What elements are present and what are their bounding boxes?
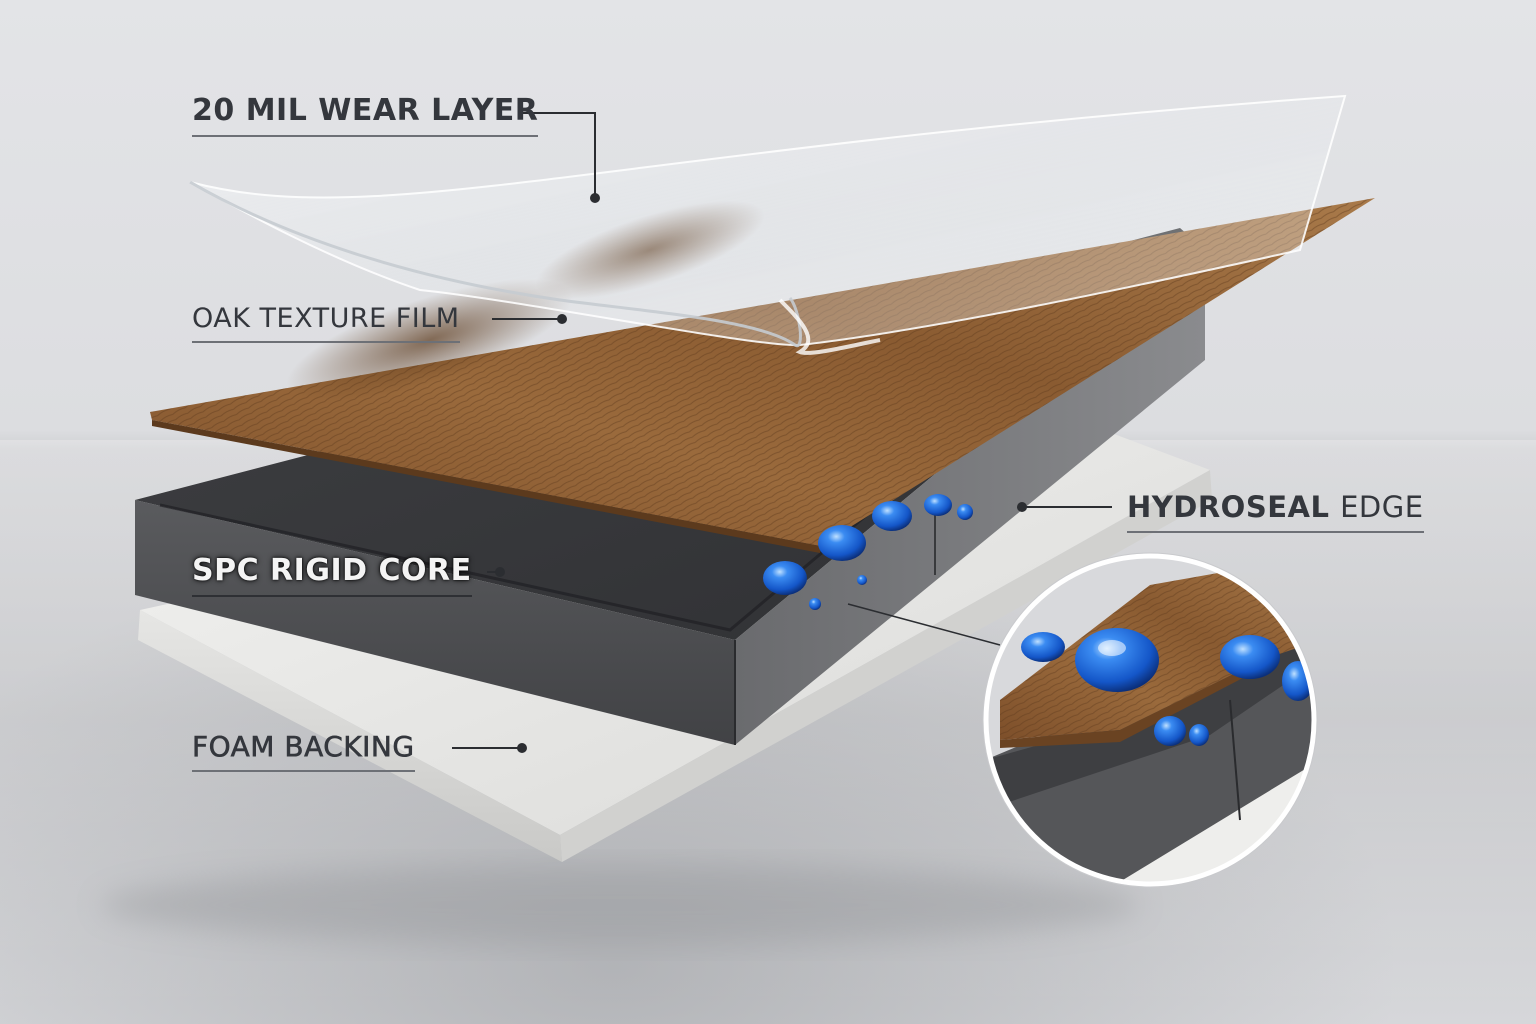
label-foam-backing-text: FOAM BACKING (192, 730, 415, 763)
ground-shadow (100, 865, 1140, 945)
label-underline (1127, 531, 1424, 533)
label-foam-backing: FOAM BACKING (192, 730, 415, 772)
label-spc-rigid-core: SPC RIGID CORE (192, 553, 472, 597)
label-oak-texture-film-text: OAK TEXTURE FILM (192, 303, 460, 334)
leader-dots (495, 193, 1027, 753)
leader-lines (452, 112, 1112, 749)
label-spc-rigid-core-text: SPC RIGID CORE (192, 553, 472, 588)
label-wear-layer-text: 20 MIL WEAR LAYER (192, 93, 539, 128)
label-oak-texture-film: OAK TEXTURE FILM (192, 303, 460, 343)
wear-layer (189, 94, 1347, 355)
label-underline (192, 135, 539, 137)
label-hydroseal-regular-text: EDGE (1340, 490, 1424, 524)
label-wear-layer: 20 MIL WEAR LAYER (192, 93, 539, 137)
label-underline (192, 595, 472, 597)
hydroseal-magnified-inset (982, 552, 1318, 888)
label-hydroseal-edge: HYDROSEAL EDGE (1127, 490, 1424, 533)
water-droplets-main (763, 494, 973, 610)
label-hydroseal-bold-text: HYDROSEAL (1127, 490, 1330, 524)
label-underline (192, 341, 460, 343)
label-underline (192, 770, 415, 772)
